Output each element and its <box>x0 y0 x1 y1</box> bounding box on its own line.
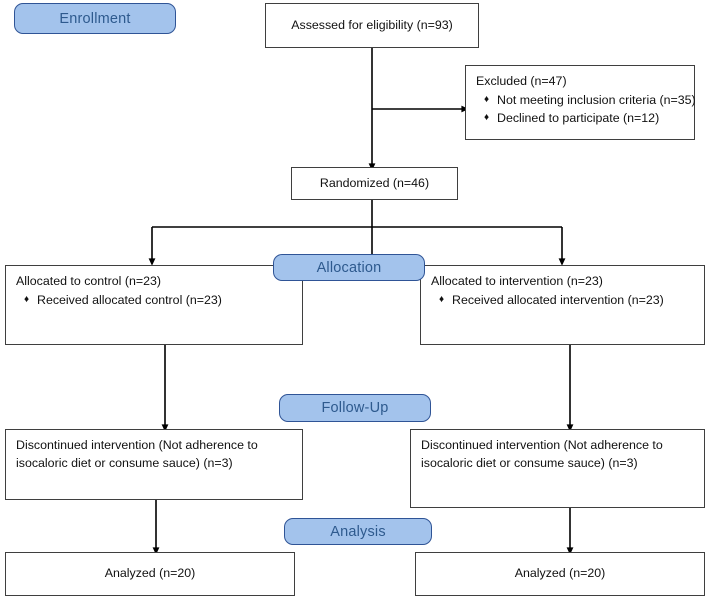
node-assessed-for-eligibility: Assessed for eligibility (n=93) <box>265 3 479 48</box>
list-item: ♦ Not meeting inclusion criteria (n=35) <box>484 92 696 110</box>
node-followup-intervention-line1: Discontinued intervention (Not adherence… <box>421 438 663 452</box>
stage-banner-analysis: Analysis <box>284 518 432 545</box>
node-allocated-control: Allocated to control (n=23) ♦ Received a… <box>5 265 303 345</box>
node-followup-intervention: Discontinued intervention (Not adherence… <box>410 429 705 508</box>
node-analyzed-intervention-title: Analyzed (n=20) <box>514 566 606 580</box>
node-randomized-title: Randomized (n=46) <box>319 175 430 190</box>
node-randomized: Randomized (n=46) <box>291 167 458 200</box>
node-analyzed-control: Analyzed (n=20) <box>5 552 295 596</box>
node-analyzed-control-title: Analyzed (n=20) <box>104 566 196 580</box>
node-analyzed-intervention: Analyzed (n=20) <box>415 552 705 596</box>
node-allocated-intervention-list: ♦ Received allocated intervention (n=23) <box>431 292 694 310</box>
node-followup-control: Discontinued intervention (Not adherence… <box>5 429 303 500</box>
stage-banner-enrollment: Enrollment <box>14 3 176 34</box>
node-excluded-reason-list: ♦ Not meeting inclusion criteria (n=35) … <box>476 92 696 128</box>
connector-randomized-split <box>148 200 566 266</box>
list-item: ♦ Received allocated intervention (n=23) <box>439 292 694 310</box>
node-allocated-control-title: Allocated to control (n=23) <box>16 274 161 288</box>
stage-banner-analysis-label: Analysis <box>330 523 386 540</box>
stage-banner-allocation: Allocation <box>273 254 425 281</box>
node-assessed-title: Assessed for eligibility (n=93) <box>291 17 453 32</box>
stage-banner-enrollment-label: Enrollment <box>59 10 131 27</box>
stage-banner-followup: Follow-Up <box>279 394 431 422</box>
node-followup-control-line2: isocaloric diet or consume sauce) (n=3) <box>16 455 233 470</box>
node-excluded: Excluded (n=47) ♦ Not meeting inclusion … <box>465 65 696 140</box>
node-allocated-intervention: Allocated to intervention (n=23) ♦ Recei… <box>420 265 705 345</box>
node-excluded-title: Excluded (n=47) <box>476 74 567 88</box>
stage-banner-followup-label: Follow-Up <box>321 400 389 416</box>
node-followup-control-line1: Discontinued intervention (Not adherence… <box>16 438 258 452</box>
diamond-bullet-icon: ♦ <box>24 293 30 305</box>
list-item-label: Declined to participate (n=12) <box>497 110 660 125</box>
node-allocated-control-list: ♦ Received allocated control (n=23) <box>16 292 292 310</box>
diamond-bullet-icon: ♦ <box>439 293 445 305</box>
diamond-bullet-icon: ♦ <box>484 111 490 123</box>
list-item: ♦ Received allocated control (n=23) <box>24 292 292 310</box>
node-allocated-intervention-title: Allocated to intervention (n=23) <box>431 274 603 288</box>
node-followup-intervention-line2: isocaloric diet or consume sauce) (n=3) <box>421 455 638 470</box>
stage-banner-allocation-label: Allocation <box>316 259 382 276</box>
list-item-label: Received allocated intervention (n=23) <box>452 292 664 307</box>
list-item-label: Received allocated control (n=23) <box>37 292 222 307</box>
list-item: ♦ Declined to participate (n=12) <box>484 110 684 128</box>
list-item-label: Not meeting inclusion criteria (n=35) <box>497 92 696 107</box>
diamond-bullet-icon: ♦ <box>484 93 490 105</box>
